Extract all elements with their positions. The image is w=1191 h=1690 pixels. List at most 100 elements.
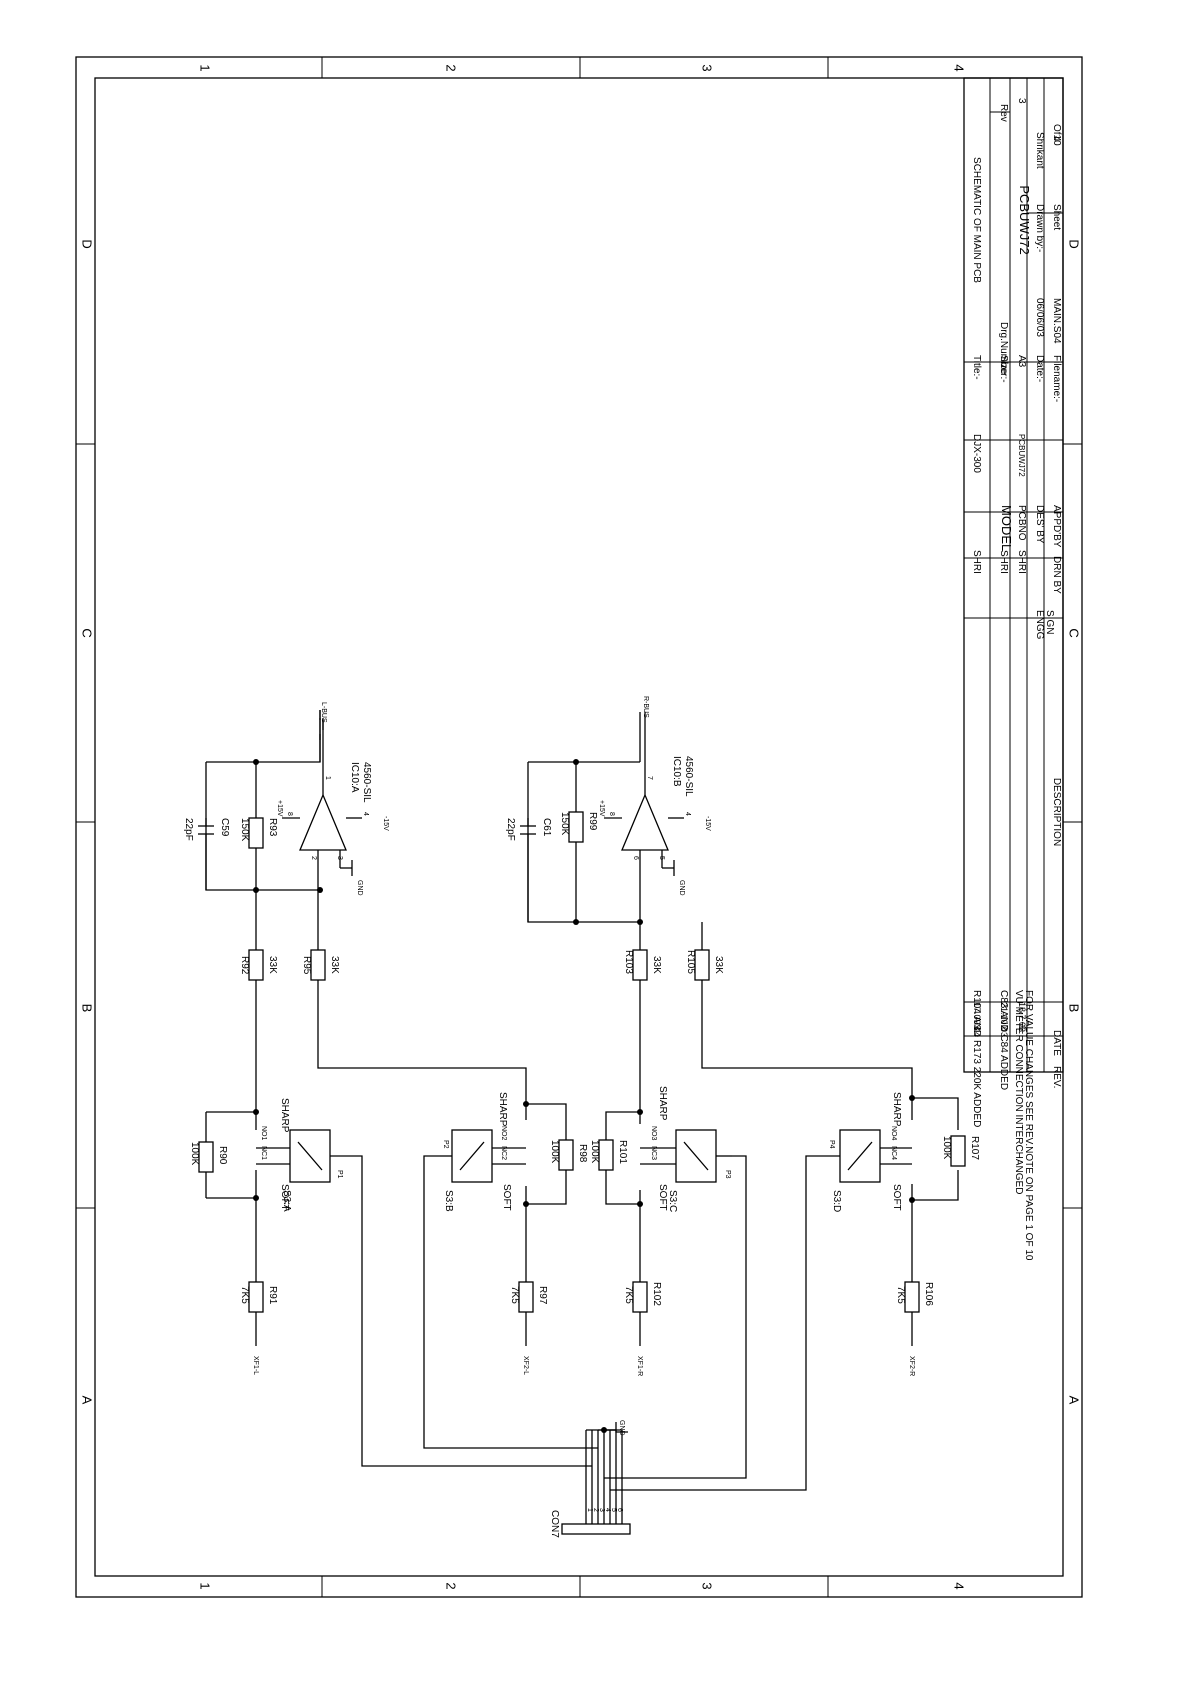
- r106-value: 7K5: [895, 1286, 906, 1304]
- col-label-top-4: 4: [952, 64, 967, 71]
- size-label: Size: [998, 355, 1009, 375]
- connector-pin-1: 1: [586, 1508, 593, 1512]
- col-label-top-3: 3: [700, 64, 715, 71]
- input-xf1-r: XF1-R: [636, 1356, 643, 1376]
- input-xf2-r: XF2-R: [908, 1356, 915, 1376]
- opamp-a-pin-vm: 4: [362, 812, 369, 816]
- switch-s3b-nc: NC2: [500, 1146, 507, 1160]
- r98-ref: R98: [577, 1144, 588, 1163]
- opamp-a-pin-inv: 2: [310, 856, 317, 860]
- sharp-label-c: SHARP: [657, 1086, 668, 1121]
- revision-1-desc: VU METER CONNECTION INTERCHANGED: [1013, 990, 1024, 1194]
- revision-3-rev: 3: [971, 1025, 982, 1031]
- opamp-b-pin-out: 7: [646, 776, 653, 780]
- filename-value: MAIN.S04: [1051, 298, 1062, 344]
- opamp-b-gnd: GND: [678, 880, 685, 896]
- soft-label-d: SOFT: [891, 1184, 902, 1211]
- drg-number-value: PCBUWJ72: [1017, 185, 1032, 254]
- opamp-a-part: 4560-SIL: [361, 762, 372, 803]
- sheet-value: 4: [1051, 136, 1062, 142]
- opamp-b-vplus: +15V: [598, 800, 605, 817]
- opamp-b-vminus: -15V: [704, 816, 711, 831]
- row-label-right-b: B: [1067, 1004, 1082, 1013]
- r91-value: 7K5: [239, 1286, 250, 1304]
- row-label-left-b: B: [80, 1004, 95, 1013]
- row-label-right-a: A: [1067, 1396, 1082, 1405]
- switch-s3b-ref: S3:B: [443, 1190, 454, 1212]
- r102-value: 7K5: [623, 1286, 634, 1304]
- resistor-r105: [694, 949, 710, 981]
- size-value: A3: [1016, 355, 1027, 368]
- r97-ref: R97: [537, 1286, 548, 1305]
- opamp-b-part: 4560-SIL: [683, 756, 694, 797]
- sheet-of-value: Of10: [1051, 124, 1062, 146]
- col-label-bottom-3: 3: [700, 1582, 715, 1589]
- input-xf2-l: XF2-L: [522, 1356, 529, 1375]
- r92-ref: R92: [239, 956, 250, 975]
- revision-1-desc2: FOR VALUE CHANGES SEE REV.NOTE ON PAGE 1…: [1023, 990, 1034, 1261]
- switch-s3d-nc: NC4: [890, 1146, 897, 1160]
- r99-ref: R99: [587, 812, 598, 831]
- r98-value: 100K: [549, 1140, 560, 1164]
- r101-ref: R101: [617, 1140, 628, 1164]
- connector-gnd: GND: [618, 1420, 625, 1436]
- opamp-b-pin-vp: 8: [608, 812, 615, 816]
- col-label-top-1: 1: [198, 64, 213, 71]
- model-label: MODEL: [999, 505, 1014, 551]
- switch-s3c-ref: S3:C: [667, 1190, 678, 1212]
- r103-value: 33K: [651, 956, 662, 974]
- r97-value: 7K5: [509, 1286, 520, 1304]
- switch-s3d-p: P4: [828, 1140, 835, 1149]
- title-value: SCHEMATIC OF MAIN PCB: [971, 157, 982, 283]
- connector-ref: CON7: [549, 1510, 560, 1538]
- opamp-ic10a: [299, 793, 347, 851]
- r106-ref: R106: [923, 1282, 934, 1306]
- opamp-outputs: [322, 712, 646, 795]
- appd-by-label: APPD'BY: [1051, 505, 1062, 548]
- model-value: DJX-300: [971, 434, 982, 473]
- rev-header: REV.: [1051, 1066, 1062, 1088]
- r92-value: 33K: [267, 956, 278, 974]
- connector-pin-2: 2: [592, 1508, 599, 1512]
- opamp-a-vplus: +15V: [276, 800, 283, 817]
- row-label-left-c: C: [80, 628, 95, 637]
- revision-2-rev: 2: [998, 1025, 1009, 1031]
- date-label: Date:-: [1034, 355, 1045, 382]
- switch-s3a-ref: S3:A: [281, 1190, 292, 1212]
- resistors: [198, 811, 966, 1313]
- description-header: DESCRIPTION: [1051, 778, 1062, 846]
- date-value: 06/06/03: [1034, 298, 1045, 337]
- r105-ref: R105: [685, 950, 696, 974]
- r101-value: 100K: [589, 1140, 600, 1164]
- opamp-b-pin-non: 5: [658, 856, 665, 860]
- opamp-a-output: L-BUS: [320, 702, 327, 723]
- junctions: [253, 759, 915, 1433]
- switch-s3b-no: NO2: [500, 1126, 507, 1141]
- wiring: [198, 710, 959, 1526]
- switch-s3a-no: NO1: [260, 1126, 267, 1141]
- col-label-top-2: 2: [444, 64, 459, 71]
- switch-s3a-nc: NC1: [260, 1146, 267, 1160]
- resistor-r91: [248, 1281, 264, 1313]
- revision-2-desc: C83 AND C84 ADDED: [998, 990, 1009, 1090]
- switch-s3d: [839, 1129, 881, 1183]
- drn-by-label: DRN BY: [1051, 556, 1062, 594]
- sign-label: SIGN: [1044, 610, 1055, 634]
- col-label-bottom-1: 1: [198, 1582, 213, 1589]
- col-label-bottom-2: 2: [444, 1582, 459, 1589]
- resistor-r95: [310, 949, 326, 981]
- resistor-r106: [904, 1281, 920, 1313]
- switch-s3c-nc: NC3: [650, 1146, 657, 1160]
- r105-value: 33K: [713, 956, 724, 974]
- title-label: Title:-: [971, 355, 982, 380]
- drawn-by-label: Drawn by:-: [1034, 204, 1045, 252]
- switch-s3c-p: P3: [724, 1170, 731, 1179]
- switch-s3d-no: NO4: [890, 1126, 897, 1141]
- engg-label: ENGG: [1034, 610, 1045, 640]
- resistor-r107: [950, 1135, 966, 1167]
- resistor-r99: [568, 811, 584, 843]
- pcbno-value: PCBUWJ72: [1017, 434, 1026, 477]
- switch-s3d-ref: S3:D: [831, 1190, 842, 1212]
